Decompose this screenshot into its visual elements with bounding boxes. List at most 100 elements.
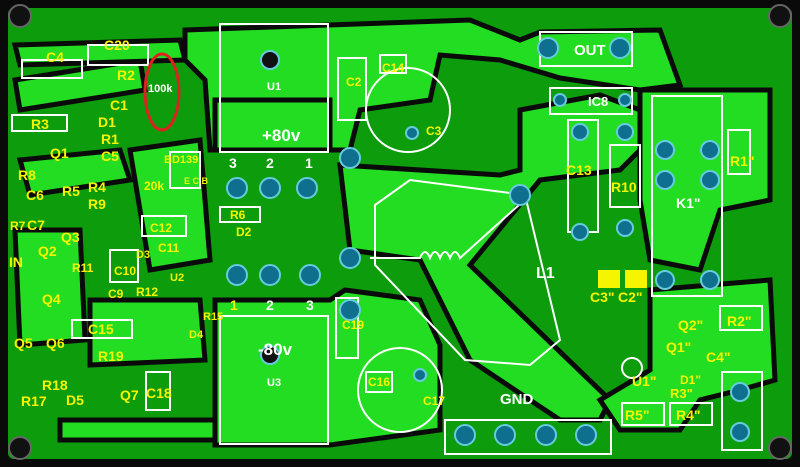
label-c15: C15: [88, 321, 114, 337]
smd-pads: [598, 270, 647, 288]
pad-mid-2: [339, 247, 361, 269]
pad-bot-3: [299, 264, 321, 286]
cap-u1p-outline: [621, 357, 643, 379]
trace-top-left: [11, 37, 189, 68]
label-c9: C9: [108, 287, 124, 301]
right-connector-outline: [721, 371, 763, 451]
label-d4: D4: [189, 329, 204, 341]
cap-c3-outline: [365, 67, 451, 153]
pad-right-2: [730, 422, 750, 442]
pad-gnd-3: [535, 424, 557, 446]
label-r11: R11: [72, 261, 94, 275]
label-u3: U3: [267, 377, 281, 389]
bd139-outline: [169, 151, 201, 189]
pad-c13-top: [571, 123, 589, 141]
trace-u1-pad: [212, 97, 333, 153]
label-r7: R7: [10, 219, 26, 233]
label-bd139: BD139: [164, 154, 198, 166]
label-r10: R10: [611, 179, 637, 195]
r6-outline: [219, 206, 261, 223]
label-u2: U2: [170, 272, 184, 284]
label-pin1-top: 1: [305, 155, 313, 171]
silkscreen-labels: C4 C20 R2 100k R3 C1 D1 R1 Q1 C5 R8 C6 R…: [9, 37, 755, 423]
label-q2: Q2: [38, 243, 57, 259]
pad-right-1: [730, 382, 750, 402]
label-c7: C7: [27, 217, 45, 233]
label-r12: R12: [136, 285, 158, 299]
c18-outline: [145, 371, 171, 411]
label-pin3-top: 3: [229, 155, 237, 171]
pad-ic8-1: [553, 93, 567, 107]
label-c3: C3: [426, 124, 442, 138]
label-c18: C18: [146, 385, 172, 401]
pad-ic8-2: [618, 93, 632, 107]
pad-gnd-2: [494, 424, 516, 446]
r5p-outline: [621, 402, 665, 426]
label-q1: Q1: [50, 145, 69, 161]
pad-k1-4: [700, 140, 720, 160]
label-pin2-bot: 2: [266, 297, 274, 313]
label-r3p: R3": [670, 386, 693, 401]
label-c3p: C3": [590, 289, 615, 305]
c16-outline: [365, 371, 393, 393]
r4p-outline: [669, 402, 713, 426]
pad-gnd-1: [454, 424, 476, 446]
pad-gnd-4: [575, 424, 597, 446]
label-k1p: K1": [676, 195, 701, 211]
c15-outline: [71, 319, 133, 339]
pad-bot-2: [259, 264, 281, 286]
label-c4: C4: [46, 49, 64, 65]
label-r5: R5: [62, 183, 80, 199]
pot-highlight-ellipse: [143, 52, 181, 132]
label-c14: C14: [382, 61, 404, 75]
pad-l1-1: [509, 184, 531, 206]
trace-lower-right: [596, 277, 778, 433]
label-q4: Q4: [42, 291, 61, 307]
label-c11: C11: [158, 241, 180, 255]
label-c2p: C2": [618, 289, 643, 305]
trace-left-2: [16, 147, 134, 198]
label-q7: Q7: [120, 387, 139, 403]
label-c4p: C4": [706, 349, 731, 365]
trace-left-3: [12, 227, 88, 348]
c12-outline: [141, 215, 187, 237]
label-pin2-top: 2: [266, 155, 274, 171]
u3-outline: [219, 315, 329, 445]
label-c13: C13: [566, 162, 592, 178]
label-ic8: IC8: [588, 94, 608, 109]
c10-outline: [109, 249, 139, 283]
smd-c3p: [598, 270, 620, 288]
pad-u3-tab: [260, 345, 280, 365]
label-out: OUT: [574, 42, 606, 59]
pad-c3: [405, 126, 419, 140]
label-r2p: R2": [727, 313, 752, 329]
gnd-connector-outline: [444, 419, 612, 455]
mounting-hole-tr: [768, 4, 792, 28]
mounting-hole-br: [768, 436, 792, 460]
label-r1: R1: [101, 131, 119, 147]
trace-bottom-rail: [57, 417, 218, 443]
label-pot20k: 20k: [144, 179, 164, 193]
label-d5: D5: [66, 392, 84, 408]
label-gnd: GND: [500, 391, 534, 408]
pad-k1-2: [655, 170, 675, 190]
label-pin3-bot: 3: [306, 297, 314, 313]
label-r15: R15: [203, 311, 223, 323]
trace-left-4: [87, 297, 208, 368]
mounting-holes: [8, 4, 792, 460]
label-r6: R6: [230, 208, 246, 222]
pad-k1-3: [655, 270, 675, 290]
label-c10: C10: [114, 264, 136, 278]
label-l1: L1: [536, 265, 555, 282]
label-c20: C20: [104, 37, 130, 53]
label-q2p: Q2": [678, 317, 703, 333]
r3-outline: [11, 114, 68, 132]
label-d1: D1: [98, 114, 116, 130]
label-c16: C16: [368, 375, 390, 389]
c19-outline: [335, 297, 359, 359]
c4-outline: [21, 59, 83, 79]
pad-u1-tab: [260, 50, 280, 70]
inductor-l1-outline: [374, 178, 562, 367]
c20-outline: [87, 44, 149, 66]
